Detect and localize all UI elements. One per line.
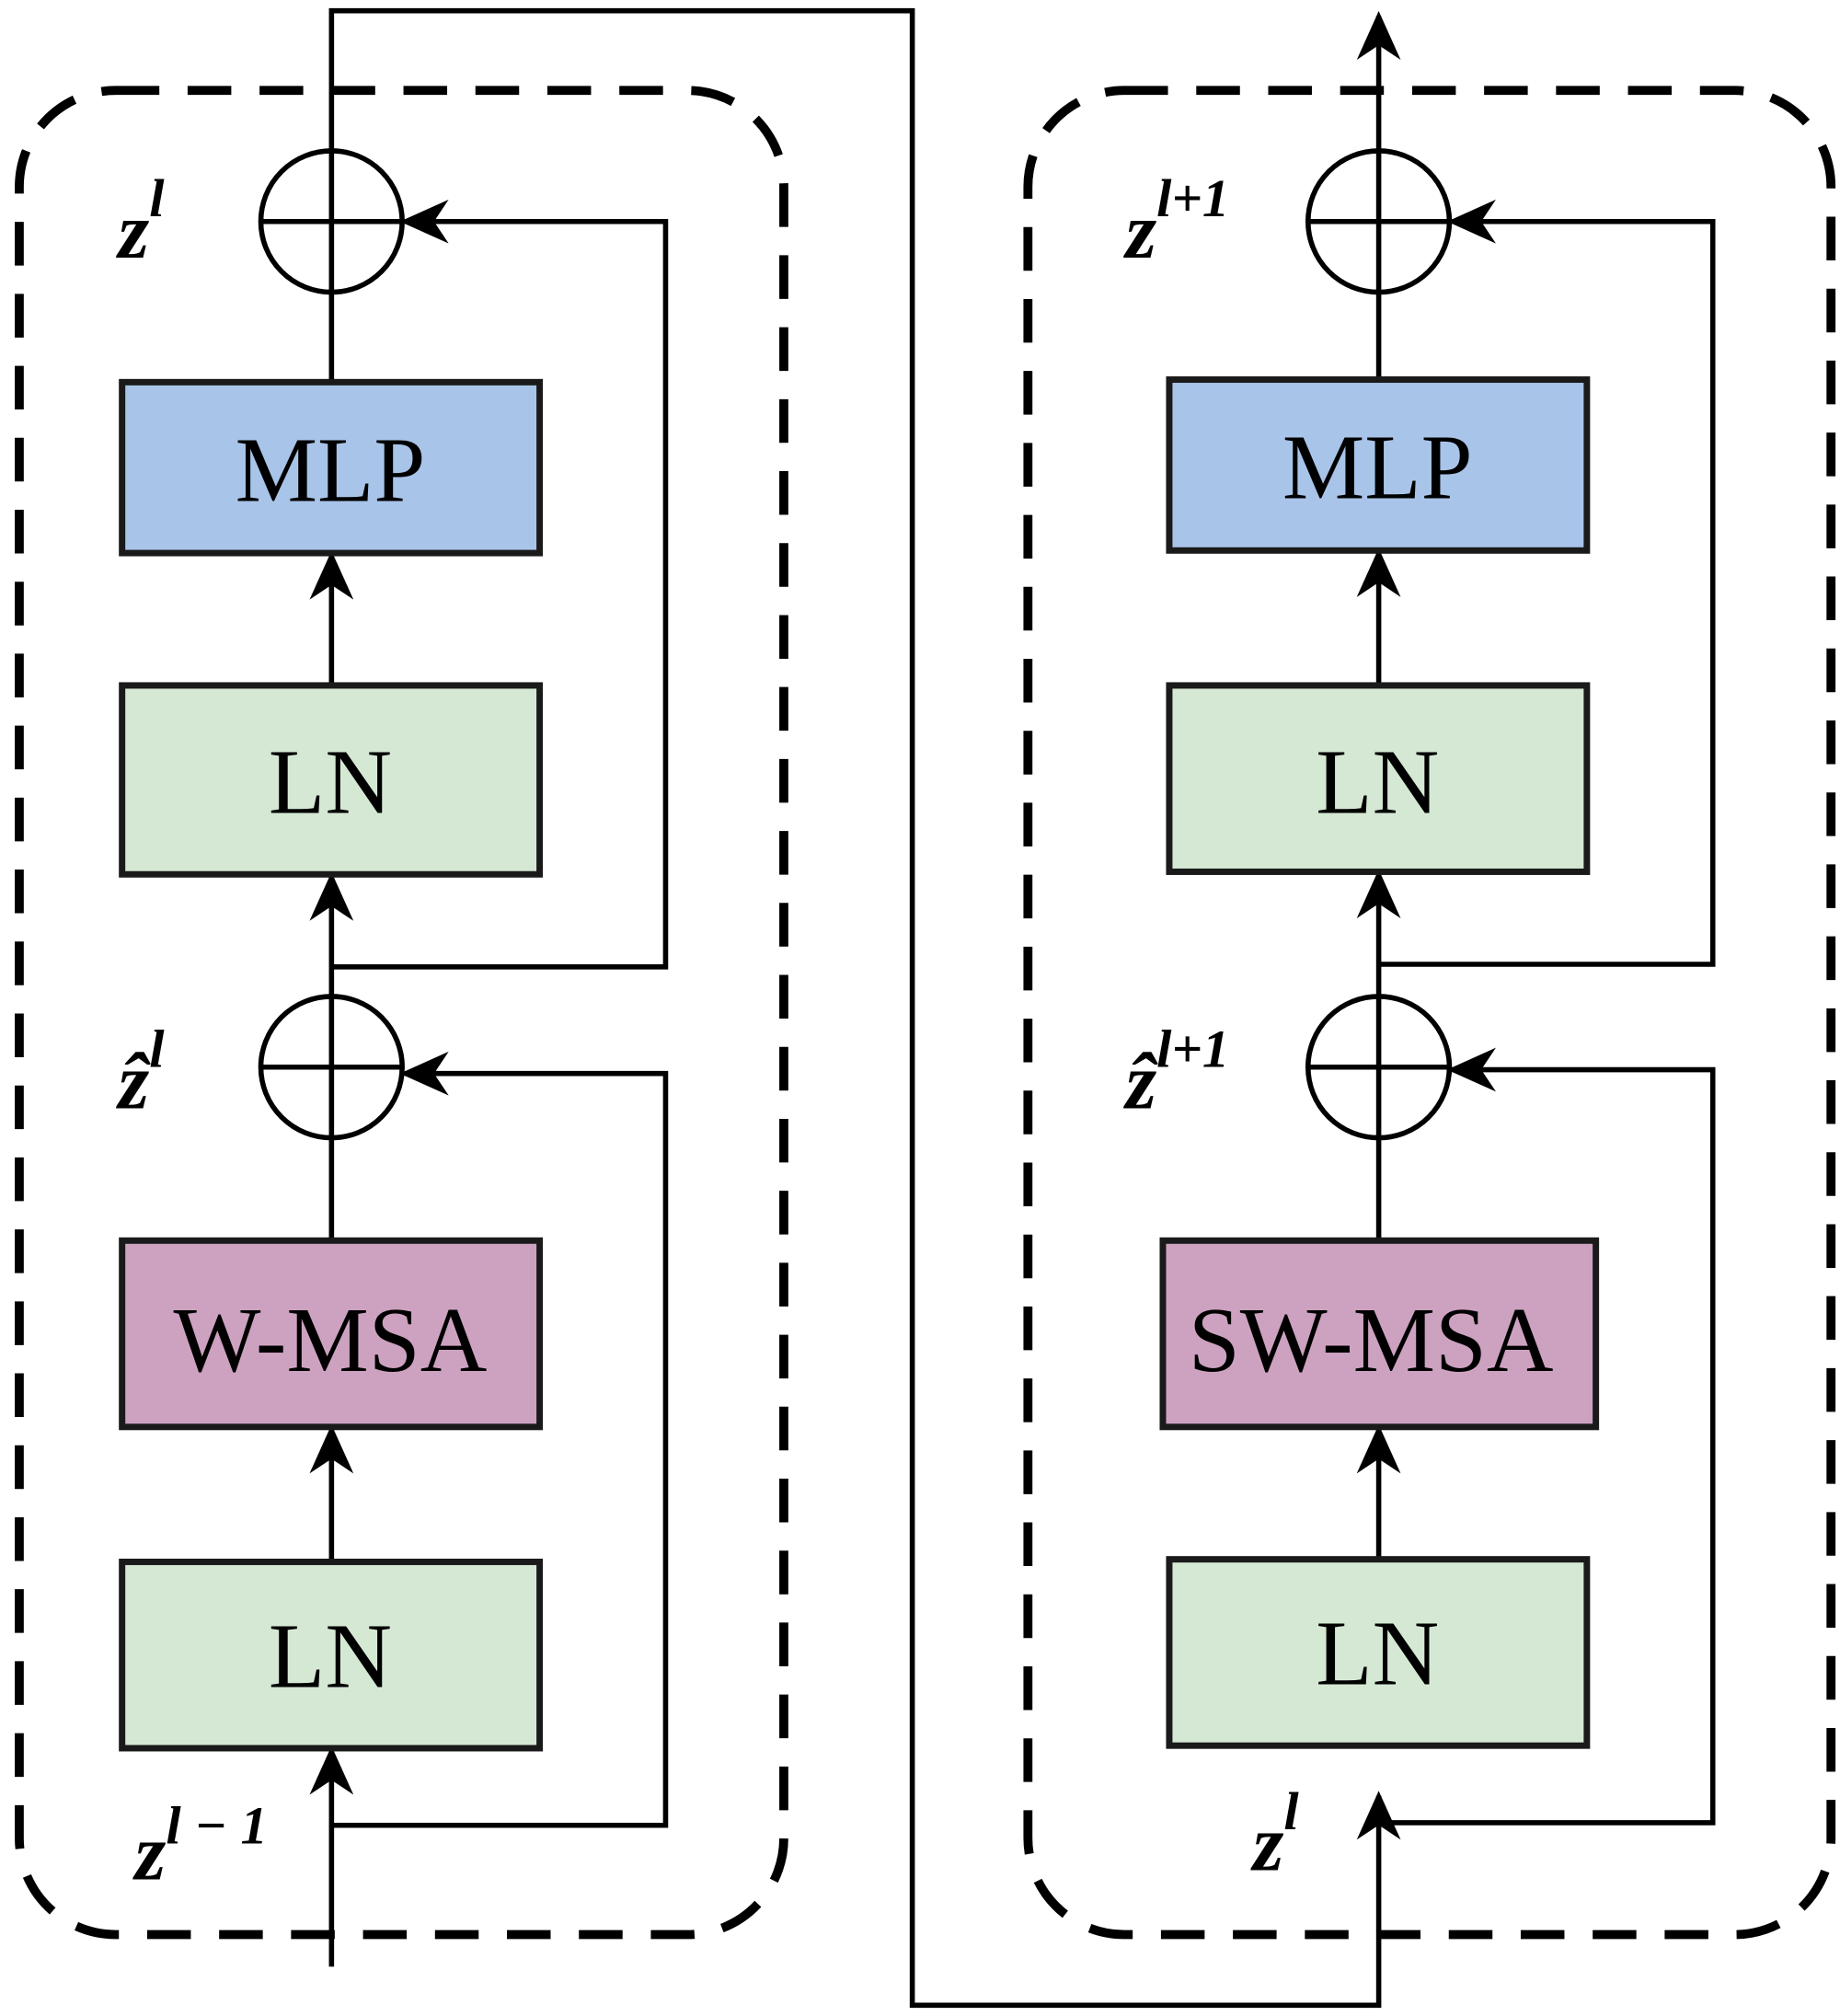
- right-out-label: zl+1: [1122, 168, 1229, 275]
- right-add-mid: [1305, 994, 1453, 1141]
- left-ln-top-box: [119, 682, 544, 878]
- left-wmsa-box: [119, 1237, 544, 1431]
- left-add-mid: [258, 994, 405, 1141]
- left-out-label: zl: [115, 168, 165, 275]
- right-ln-bottom-box: [1166, 1556, 1591, 1749]
- right-ln-top-box: [1166, 682, 1591, 875]
- left-ln-top-label: LN: [269, 731, 392, 834]
- left-mid-label: ẑl: [115, 1020, 165, 1126]
- left-ln-bottom-box: [119, 1558, 544, 1752]
- left-wmsa-label: W-MSA: [174, 1288, 488, 1391]
- right-ln-top-label: LN: [1316, 731, 1439, 834]
- right-swmsa-box: [1159, 1237, 1600, 1431]
- right-connections: [1356, 10, 1716, 1826]
- right-swmsa-label: SW-MSA: [1189, 1288, 1554, 1391]
- right-mlp-label: MLP: [1282, 416, 1473, 519]
- left-mlp-label: MLP: [236, 418, 426, 521]
- right-ln-bottom-label: LN: [1316, 1602, 1439, 1705]
- left-mlp-box: [119, 378, 544, 557]
- left-ln-bottom-label: LN: [269, 1604, 392, 1707]
- left-connections: [309, 7, 1401, 2009]
- right-block-boundary: [1023, 86, 1836, 1940]
- right-mlp-box: [1166, 376, 1591, 554]
- right-add-top: [1305, 148, 1453, 295]
- left-block-boundary: [15, 86, 788, 1940]
- right-in-label: zl: [1250, 1781, 1300, 1888]
- right-mid-label: ẑl+1: [1122, 1020, 1229, 1126]
- left-in-label: zl − 1: [132, 1795, 268, 1896]
- left-add-top: [258, 148, 405, 295]
